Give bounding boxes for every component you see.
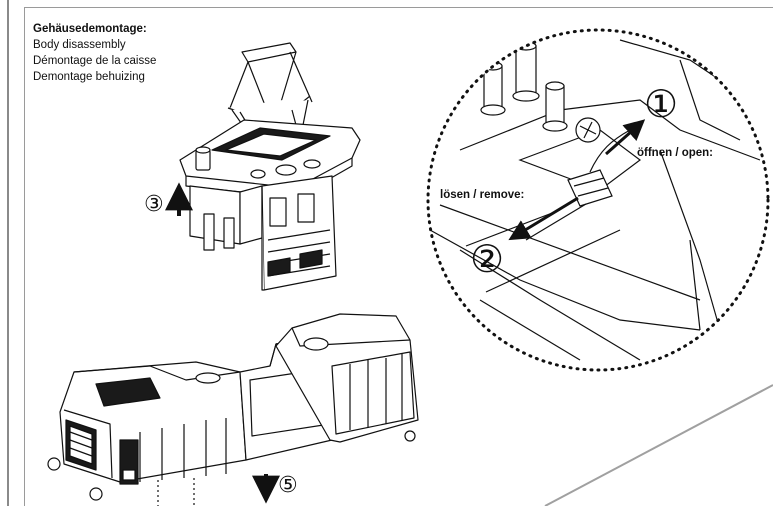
remove-arrow: [508, 196, 579, 241]
detail-zoom: [426, 28, 770, 372]
hood-grille: [95, 377, 161, 407]
frame-left-border: [24, 7, 25, 506]
step-3-number: ③: [144, 192, 164, 217]
step-1-number: ①: [644, 82, 678, 126]
step-2-number: ②: [470, 237, 504, 281]
guide-line: [544, 384, 773, 506]
detail-pins: [480, 41, 568, 132]
open-arrow: [605, 119, 646, 156]
heading-dutch: Demontage behuizing: [33, 71, 145, 83]
body-top-assembly: [179, 42, 361, 291]
heading-block: Gehäusedemontage: Body disassembly Démon…: [33, 21, 156, 85]
step-5-number: ⑤: [278, 473, 298, 498]
heading-french: Démontage de la caisse: [33, 55, 157, 67]
left-margin-rule: [7, 0, 9, 506]
frame-top-border: [24, 7, 773, 8]
remove-guide-line: [525, 203, 587, 241]
heading-english: Body disassembly: [33, 39, 126, 51]
locomotive-chassis: [47, 313, 419, 506]
remove-label: lösen / remove:: [440, 189, 524, 201]
detail-circle-border: [426, 28, 770, 372]
heading-german: Gehäusedemontage:: [33, 23, 147, 35]
open-label: öffnen / open:: [637, 147, 713, 159]
